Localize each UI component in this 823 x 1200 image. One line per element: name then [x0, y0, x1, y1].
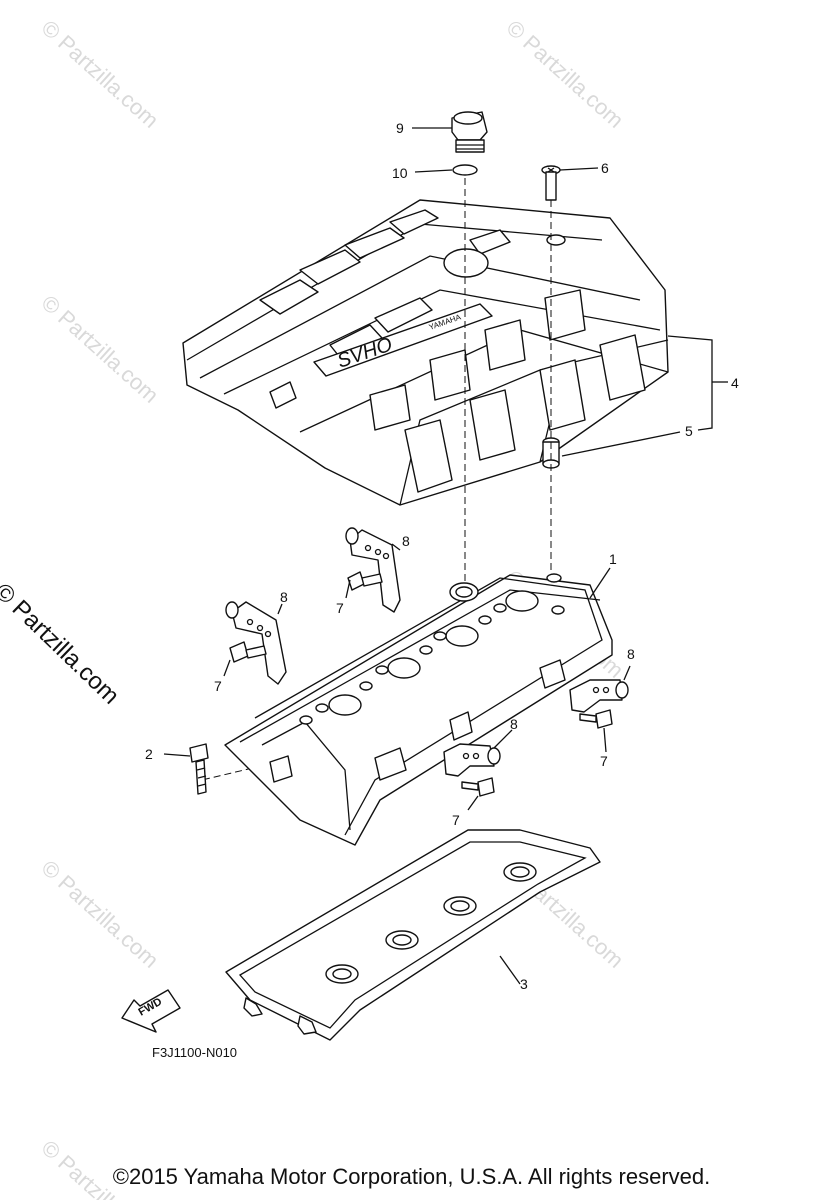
- callout-7: 7: [452, 812, 460, 828]
- leader-lines: [163, 127, 728, 985]
- gasket: [225, 829, 601, 1041]
- callout-8: 8: [627, 646, 635, 662]
- screw: [541, 165, 561, 201]
- bolt-long: [189, 743, 209, 795]
- callout-7: 7: [600, 753, 608, 769]
- watermark: © Partzilla.com: [502, 15, 629, 133]
- forward-direction-arrow: FWD: [121, 989, 181, 1033]
- bolt: [461, 777, 495, 797]
- diagram-code: F3J1100-N010: [152, 1045, 238, 1060]
- stay: [569, 679, 629, 713]
- engine-top-cover: SVHO YAMAHA: [182, 199, 669, 506]
- callout-6: 6: [601, 160, 609, 176]
- callout-3: 3: [520, 976, 528, 992]
- callout-8: 8: [510, 716, 518, 732]
- bolt: [229, 641, 267, 663]
- callout-10: 10: [392, 165, 408, 181]
- callout-4: 4: [731, 375, 739, 391]
- oil-filler-cap: [451, 111, 488, 153]
- bolt: [579, 709, 613, 729]
- watermark: © Partzilla.com: [37, 15, 164, 133]
- watermark: © Partzilla.com: [37, 855, 164, 973]
- callout-5: 5: [685, 423, 693, 439]
- callout-9: 9: [396, 120, 404, 136]
- callout-7: 7: [336, 600, 344, 616]
- callout-8: 8: [402, 533, 410, 549]
- bolt: [347, 571, 383, 591]
- stay: [225, 601, 287, 685]
- callout-2: 2: [145, 746, 153, 762]
- watermark: © Partzilla.com: [37, 290, 164, 408]
- stay: [345, 527, 401, 613]
- copyright-notice: ©2015 Yamaha Motor Corporation, U.S.A. A…: [112, 1164, 711, 1189]
- o-ring: [452, 164, 478, 176]
- callout-8: 8: [280, 589, 288, 605]
- cylinder-head-cover: [224, 573, 613, 846]
- callout-7: 7: [214, 678, 222, 694]
- callout-1: 1: [609, 551, 617, 567]
- stay: [443, 743, 501, 777]
